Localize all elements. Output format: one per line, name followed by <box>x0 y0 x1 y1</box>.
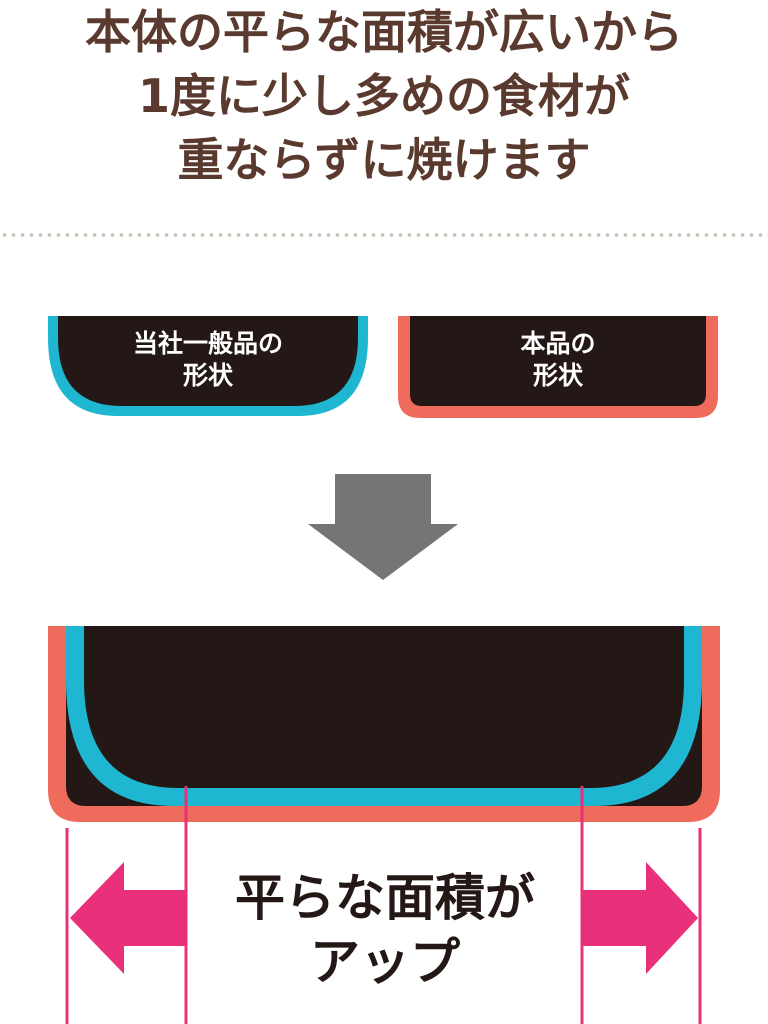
dotted-divider <box>0 232 768 238</box>
overlay-conventional-body <box>84 626 684 788</box>
headline-line-1: 本体の平らな面積が広いから <box>85 5 683 59</box>
down-arrow-icon <box>308 474 458 580</box>
conventional-pan-body <box>58 316 358 406</box>
right-arrow-icon <box>582 862 698 974</box>
product-label-line-1: 本品の <box>520 329 596 358</box>
headline-line-2: 1度に少し多めの食材が <box>137 69 630 123</box>
flat-area-label-line-1: 平らな面積が <box>235 869 535 927</box>
flat-area-label-line-2: アップ <box>310 933 460 991</box>
product-label-line-2: 形状 <box>532 361 583 390</box>
conventional-label-line-1: 当社一般品の <box>132 329 283 358</box>
conventional-label-line-2: 形状 <box>182 361 233 390</box>
headline: 本体の平らな面積が広いから 1度に少し多めの食材が 重ならずに焼けます <box>0 0 768 192</box>
product-pan-body <box>410 316 706 406</box>
product-shape-label: 本品の 形状 <box>410 328 706 392</box>
left-arrow-icon <box>70 862 186 974</box>
headline-line-3: 重ならずに焼けます <box>177 133 591 187</box>
flat-area-up-label: 平らな面積が アップ <box>190 866 580 994</box>
conventional-shape-label: 当社一般品の 形状 <box>58 328 358 392</box>
